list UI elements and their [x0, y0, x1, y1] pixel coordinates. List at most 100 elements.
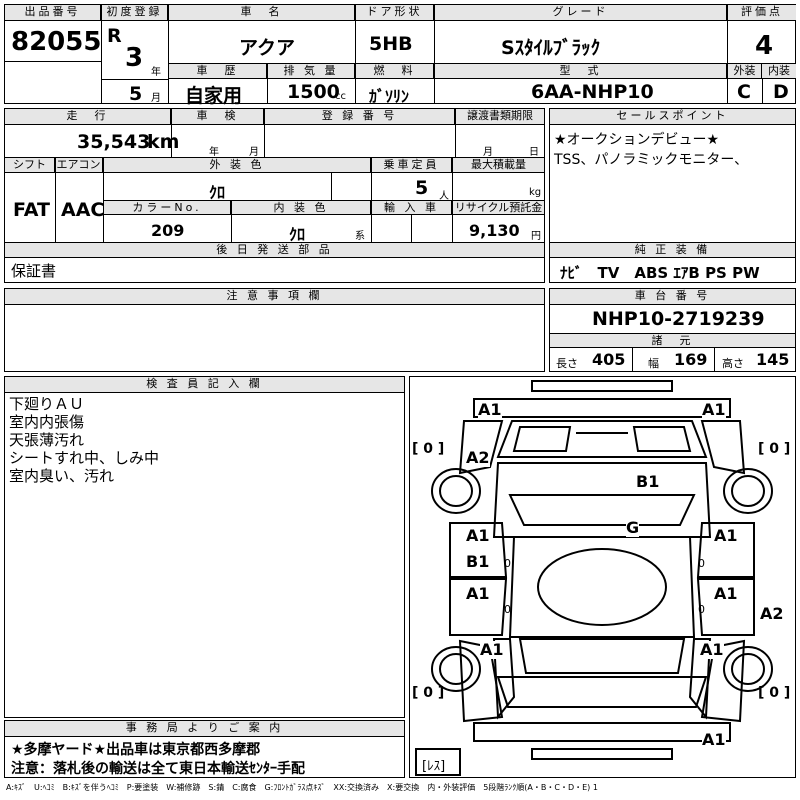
int-grade: D	[773, 81, 789, 103]
reg-month-unit: 月	[151, 93, 161, 104]
mark-door-rl: A1	[466, 584, 490, 603]
model: 6AA-NHP10	[531, 81, 654, 103]
inspector-line: 室内臭い、汚れ	[9, 467, 115, 485]
colorno-label: カラーNo.	[104, 201, 231, 215]
tire-rr: [ 0 ]	[758, 685, 791, 701]
mark-door-fr: A1	[714, 526, 738, 545]
inspect-year: 年	[209, 147, 219, 158]
recycle: 9,130	[469, 221, 520, 240]
notes-block: 注 意 事 項 欄	[4, 288, 545, 372]
reg-month: 5	[129, 83, 143, 105]
spare-tire: [ﾚｽ]	[422, 759, 446, 774]
divider	[5, 157, 544, 158]
divider	[550, 242, 795, 243]
divider	[632, 348, 633, 372]
reg-label: 初度登録	[102, 5, 168, 21]
mileage: 35,543	[77, 131, 151, 153]
inspector-block: 検 査 員 記 入 欄 下廻りＡＵ 室内内張傷 天張薄汚れ シートすれ中、しみ中…	[4, 376, 405, 718]
chassis-block: 車 台 番 号 NHP10-2719239 諸 元 長さ 405 幅 169 高…	[549, 288, 796, 372]
fuel: ｶﾞｿﾘﾝ	[369, 87, 410, 106]
lot-divider	[5, 61, 101, 62]
hgt-label: 高さ	[722, 357, 744, 370]
score: 4	[755, 31, 774, 61]
inspector-line: 室内内張傷	[9, 413, 85, 431]
tire-fl: [ 0 ]	[412, 441, 445, 457]
divider	[727, 5, 728, 103]
grade-label: グレード	[435, 5, 727, 21]
divider	[169, 63, 796, 64]
displacement: 1500	[287, 81, 340, 103]
mark-rear-left: A1	[480, 640, 504, 659]
lot-label: 出品番号	[5, 5, 101, 21]
shift: FAT	[13, 199, 50, 221]
dims-label: 諸 元	[550, 334, 795, 348]
divider	[331, 173, 332, 200]
small-mark-0: 0	[698, 557, 705, 570]
lot-number: 82055	[11, 27, 102, 57]
divider	[355, 5, 356, 63]
mark-roof: B1	[636, 472, 660, 491]
details-block: 走 行 35,543 km 車 検 年 月 登 録 番 号 譲渡書類期限 月 日…	[4, 108, 545, 283]
int-label: 内装	[762, 64, 796, 79]
divider	[101, 5, 102, 103]
divider	[168, 5, 169, 103]
seats-label: 乗車定員	[372, 158, 452, 173]
header-block: 出品番号 82055 初度登録 R 3 年 5 月 車 名 アクア ドア形状 5…	[4, 4, 796, 107]
chassis-number: NHP10-2719239	[592, 308, 765, 330]
sales-label: セールスポイント	[550, 109, 795, 125]
mileage-unit: km	[147, 131, 180, 153]
divider	[171, 109, 172, 157]
sales-point-block: セールスポイント ★オークションデビュー★ TSS、パノラミックモニター、 純 …	[549, 108, 796, 283]
transfer-label: 譲渡書類期限	[456, 109, 544, 125]
plate-label: 登 録 番 号	[265, 109, 455, 125]
small-mark-0: 0	[504, 557, 511, 570]
inspect-month: 月	[249, 147, 259, 158]
hgt: 145	[756, 350, 790, 369]
inspector-line: 下廻りＡＵ	[9, 395, 85, 413]
later-parts: 保証書	[11, 262, 57, 280]
car-name: アクア	[239, 37, 296, 59]
recycle-unit: 円	[531, 231, 541, 242]
divider	[355, 64, 356, 103]
mark-door-rr: A1	[714, 584, 738, 603]
load-label: 最大積載量	[453, 158, 544, 173]
divider	[434, 5, 435, 63]
office-line: ★多摩ヤード★出品車は東京都西多摩郡	[11, 742, 261, 758]
score-label: 評価点	[728, 5, 796, 21]
mark-front-right: A1	[702, 400, 726, 419]
name-label: 車 名	[169, 5, 355, 21]
office-label: 事 務 局 よ り ご 案 内	[5, 721, 404, 737]
seats-unit: 人	[439, 191, 449, 202]
tire-fr: [ 0 ]	[758, 441, 791, 457]
color: ｸﾛ	[209, 183, 226, 202]
colorno: 209	[151, 221, 185, 240]
damage-diagram: 0 0 0 0 A1 A1 A2 B1 G A1 B1 A1 A1 A1 A2 …	[409, 376, 796, 778]
intcolor: ｸﾛ	[289, 225, 306, 244]
ext-grade: C	[737, 81, 751, 103]
ac: AAC	[61, 199, 105, 221]
len: 405	[592, 350, 626, 369]
inspector-label: 検 査 員 記 入 欄	[5, 377, 404, 393]
len-label: 長さ	[556, 357, 578, 370]
wid-label: 幅	[648, 357, 659, 370]
recycle-label: リサイクル預託金	[453, 201, 544, 215]
ac-label: エアコン	[55, 158, 103, 173]
small-mark-0: 0	[504, 603, 511, 616]
car-outline: 0 0 0 0	[415, 380, 773, 776]
office-line: 注意：落札後の輸送は全て東日本輸送ｾﾝﾀｰ手配	[11, 761, 305, 777]
transfer-month: 月	[483, 147, 493, 158]
mark-glass: G	[626, 518, 640, 537]
divider	[231, 201, 232, 242]
mark-bumper-r: A1	[702, 730, 726, 749]
mileage-label: 走 行	[5, 109, 171, 125]
divider	[714, 348, 715, 372]
mark-rear-right: A1	[700, 640, 724, 659]
divider	[103, 200, 544, 201]
door-label: ドア形状	[356, 5, 434, 21]
seats: 5	[415, 177, 429, 199]
divider	[267, 64, 268, 103]
divider	[102, 79, 168, 80]
fuel-label: 燃 料	[356, 64, 434, 79]
divider	[264, 109, 265, 157]
shift-label: シフト	[5, 158, 55, 173]
